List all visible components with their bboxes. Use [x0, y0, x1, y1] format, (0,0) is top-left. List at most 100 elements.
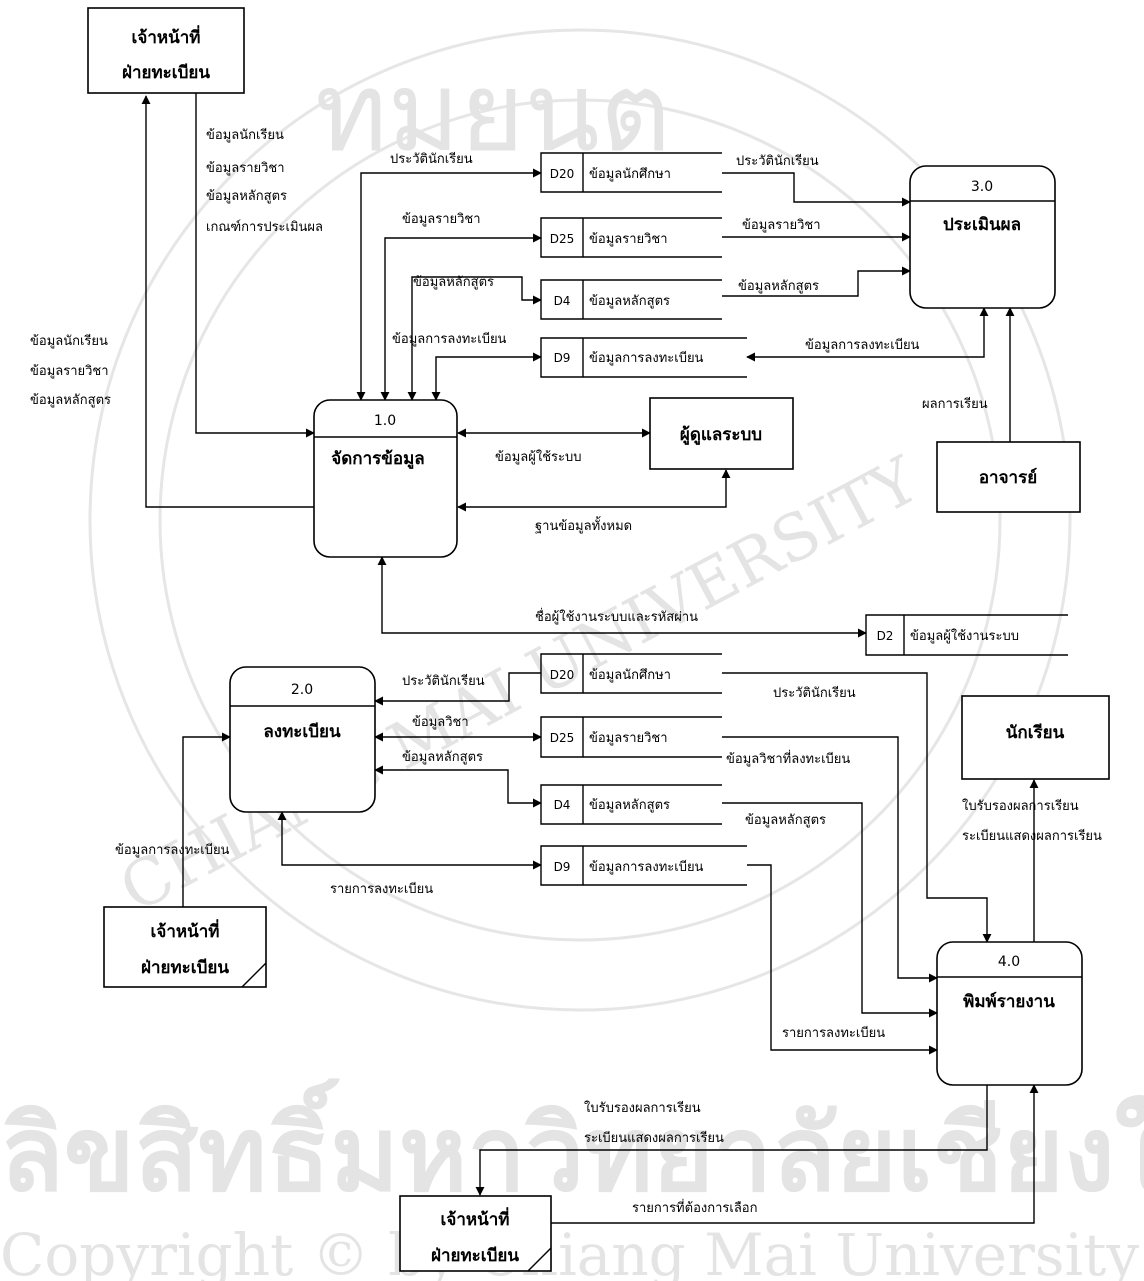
flow-label: ประวัตินักเรียน: [402, 673, 485, 689]
process-name: ประเมินผล: [943, 215, 1021, 235]
store-id: D9: [554, 860, 571, 874]
flow-label: เกณฑ์การประเมินผล: [206, 219, 323, 235]
store-d25-top: D25 ข้อมูลรายวิชา: [540, 217, 722, 258]
flow-s3-p3: [722, 266, 911, 297]
flow-s8-p2: [374, 765, 542, 808]
flow-label: ข้อมูลผู้ใช้ระบบ: [495, 449, 582, 465]
flow-label: รายการลงทะเบียน: [782, 1025, 885, 1041]
flow-label: ข้อมูลหลักสูตร: [738, 279, 819, 294]
store-d25-bottom: D25 ข้อมูลรายวิชา: [540, 716, 722, 758]
process-p1: 1.0 จัดการข้อมูล: [313, 399, 458, 558]
flow-s6-p4: [722, 672, 992, 943]
store-id: D4: [554, 798, 571, 812]
store-d2: D2 ข้อมูลผู้ใช้งานระบบ: [865, 614, 1068, 656]
flow-label: ข้อมูลการลงทะเบียน: [392, 331, 507, 347]
flow-label: ใบรับรองผลการเรียน: [584, 1100, 701, 1116]
entity-admin: ผู้ดูแลระบบ: [649, 397, 794, 470]
flow-registrar-p4: [551, 1084, 1039, 1224]
flow-label: ข้อมูลนักเรียน: [206, 127, 284, 143]
flow-s1-p3: [722, 172, 911, 207]
flow-label: ข้อมูลการลงทะเบียน: [115, 842, 230, 858]
store-name: ข้อมูลหลักสูตร: [589, 798, 670, 813]
flow-p1-s2: [380, 233, 542, 401]
process-number: 3.0: [971, 179, 993, 195]
store-name: ข้อมูลนักศึกษา: [589, 668, 671, 683]
process-name: พิมพ์รายงาน: [963, 991, 1055, 1012]
store-name: ข้อมูลการลงทะเบียน: [589, 350, 704, 366]
store-d20-bottom: D20 ข้อมูลนักศึกษา: [540, 653, 722, 694]
flow-label: ฐานข้อมูลทั้งหมด: [535, 516, 632, 534]
store-id: D25: [550, 731, 575, 745]
entity-label: ฝ่ายทะเบียน: [431, 1245, 519, 1266]
store-d9-top: D9 ข้อมูลการลงทะเบียน: [540, 337, 747, 378]
entity-label: ฝ่ายทะเบียน: [122, 62, 210, 83]
store-id: D25: [550, 232, 575, 246]
entity-registrar-mid: เจ้าหน้าที่ ฝ่ายทะเบียน: [103, 906, 267, 988]
flow-s4-p3: [746, 307, 989, 362]
store-id: D20: [550, 668, 575, 682]
entity-label: เจ้าหน้าที่: [132, 25, 201, 48]
flow-label: ข้อมูลรายวิชา: [742, 218, 821, 233]
flow-label: ข้อมูลวิชาที่ลงทะเบียน: [726, 750, 850, 767]
flow-label: ข้อมูลหลักสูตร: [402, 750, 483, 765]
flow-admin-p1: [457, 469, 731, 512]
flow-label: ประวัตินักเรียน: [773, 685, 856, 701]
process-p2: 2.0 ลงทะเบียน: [229, 666, 376, 813]
entity-label: ผู้ดูแลระบบ: [680, 425, 762, 446]
flow-label: ผลการเรียน: [922, 396, 988, 412]
flow-s9-p4: [747, 864, 938, 1055]
flow-label: ข้อมูลนักเรียน: [30, 333, 108, 349]
flow-p4-registrar: [475, 1085, 988, 1196]
flow-s7-p4: [722, 736, 938, 983]
flow-s8-p4: [722, 802, 938, 1018]
flow-label: ข้อมูลรายวิชา: [30, 364, 109, 379]
store-d9-bottom: D9 ข้อมูลการลงทะเบียน: [540, 845, 747, 886]
store-id: D2: [877, 629, 894, 643]
flow-p1-s4: [431, 352, 542, 401]
flow-label: ประวัตินักเรียน: [390, 151, 473, 167]
flow-label: ข้อมูลรายวิชา: [402, 212, 481, 227]
store-id: D4: [554, 294, 571, 308]
flow-label: ข้อมูลหลักสูตร: [745, 813, 826, 828]
flow-registrar-p2: [182, 732, 231, 907]
store-name: ข้อมูลรายวิชา: [589, 731, 668, 746]
store-id: D9: [554, 351, 571, 365]
flow-p1-s1: [356, 168, 542, 401]
entity-label: นักเรียน: [1006, 722, 1065, 743]
store-name: ข้อมูลหลักสูตร: [589, 294, 670, 309]
process-number: 4.0: [998, 954, 1020, 970]
process-number: 2.0: [291, 682, 313, 698]
flow-label: ข้อมูลหลักสูตร: [413, 275, 494, 290]
flow-label: ข้อมูลหลักสูตร: [30, 393, 111, 408]
flow-label: ข้อมูลการลงทะเบียน: [805, 337, 920, 353]
flow-labels: ข้อมูลนักเรียน ข้อมูลรายวิชา ข้อมูลหลักส…: [30, 127, 1102, 1216]
flow-p1-s3: [407, 276, 542, 401]
process-name: จัดการข้อมูล: [331, 449, 424, 470]
store-d4-top: D4 ข้อมูลหลักสูตร: [540, 279, 722, 320]
entity-label: เจ้าหน้าที่: [441, 1207, 510, 1230]
watermark-band-thai: ลิขสิทธิ์มหาวิทยาลัยเชียงใหม่: [0, 1078, 1144, 1215]
flow-p2-s9: [277, 811, 542, 870]
entity-student: นักเรียน: [961, 695, 1110, 780]
flow-s6-p2: [374, 672, 541, 706]
store-name: ข้อมูลผู้ใช้งานระบบ: [910, 628, 1019, 644]
flow-p1-s5: [377, 556, 867, 638]
process-p4: 4.0 พิมพ์รายงาน: [936, 941, 1083, 1086]
entity-label: เจ้าหน้าที่: [151, 919, 220, 942]
entity-label: อาจารย์: [979, 467, 1037, 488]
flow-label: รายการที่ต้องการเลือก: [632, 1199, 757, 1216]
entity-teacher: อาจารย์: [936, 441, 1081, 513]
flow-label: ข้อมูลหลักสูตร: [206, 189, 287, 204]
flow-label: ข้อมูลรายวิชา: [206, 161, 285, 176]
store-name: ข้อมูลรายวิชา: [589, 232, 668, 247]
store-d4-bottom: D4 ข้อมูลหลักสูตร: [540, 784, 722, 825]
watermark-band-copyright: Copyright © by Chiang Mai University: [0, 1221, 1139, 1281]
flow-label: ประวัตินักเรียน: [736, 153, 819, 169]
store-name: ข้อมูลนักศึกษา: [589, 167, 671, 182]
store-name: ข้อมูลการลงทะเบียน: [589, 859, 704, 875]
flow-label: ใบรับรองผลการเรียน: [962, 798, 1079, 814]
flow-label: ระเบียนแสดงผลการเรียน: [584, 1130, 724, 1146]
process-p3: 3.0 ประเมินผล: [909, 165, 1056, 309]
flow-label: รายการลงทะเบียน: [330, 881, 433, 897]
